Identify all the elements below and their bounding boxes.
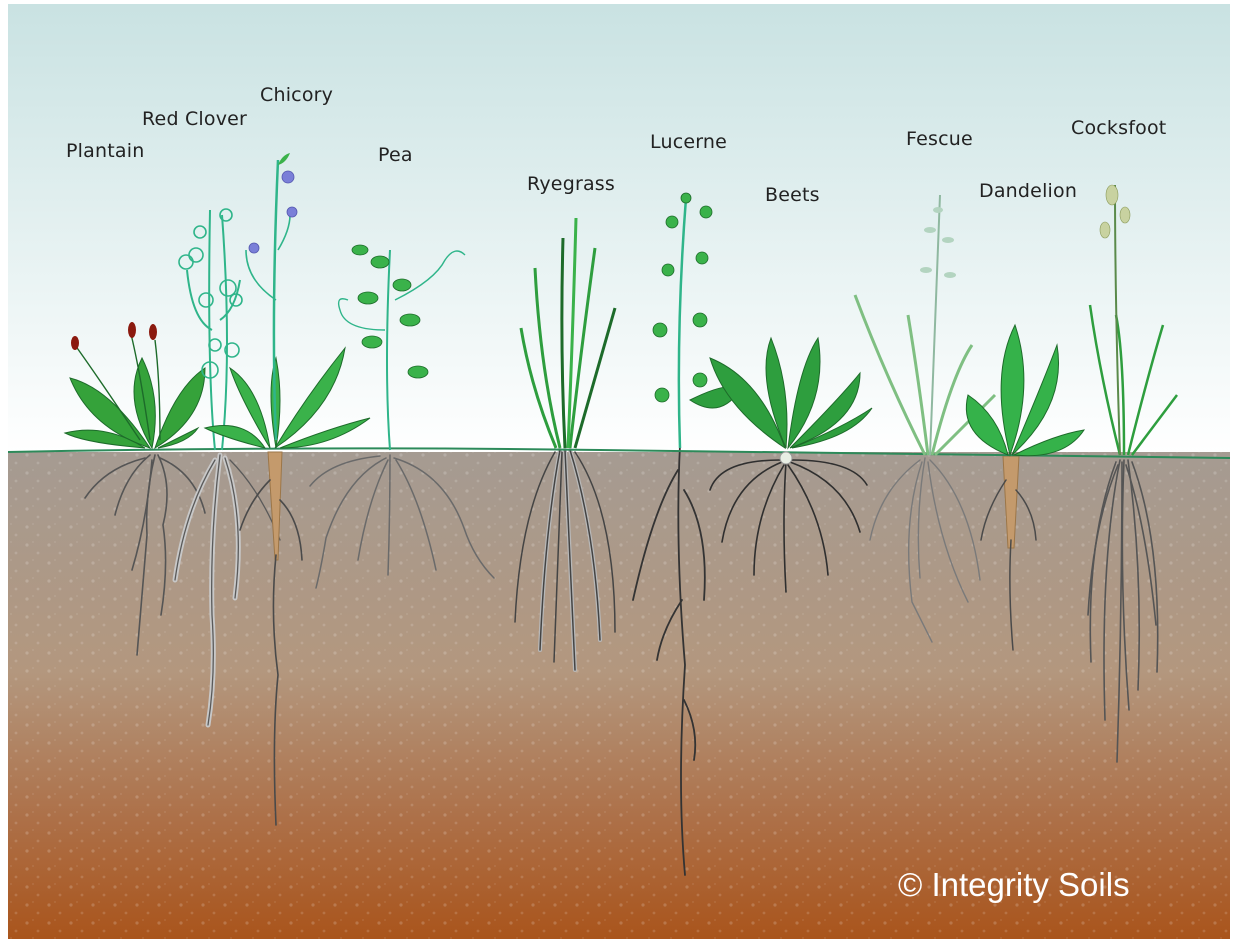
beets-label: Beets bbox=[765, 184, 820, 206]
left-edge bbox=[0, 0, 8, 939]
copyright-notice: © Integrity Soils bbox=[898, 866, 1130, 904]
fescue-label: Fescue bbox=[906, 128, 973, 150]
right-edge bbox=[1230, 0, 1238, 939]
ryegrass-label: Ryegrass bbox=[527, 173, 615, 195]
lucerne-label: Lucerne bbox=[650, 131, 727, 153]
plantain-label: Plantain bbox=[66, 140, 144, 162]
pea-label: Pea bbox=[378, 144, 413, 166]
dandelion-label: Dandelion bbox=[979, 180, 1077, 202]
chicory-label: Chicory bbox=[260, 84, 333, 106]
red-clover-label: Red Clover bbox=[142, 108, 247, 130]
cocksfoot-label: Cocksfoot bbox=[1071, 117, 1166, 139]
